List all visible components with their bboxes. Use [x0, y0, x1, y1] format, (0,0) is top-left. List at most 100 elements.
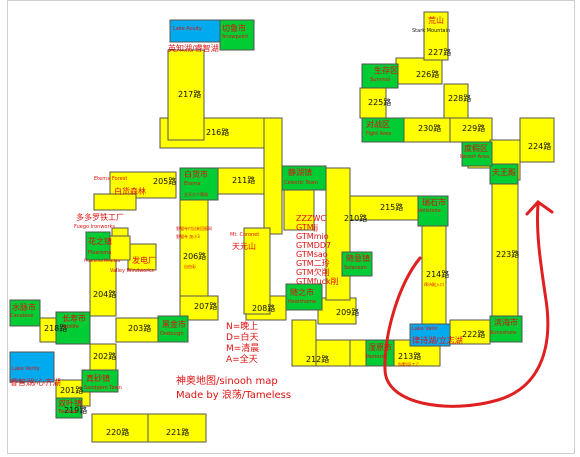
lake-shape-valor: [409, 323, 451, 347]
route-label-208: 208路: [252, 304, 276, 313]
route-shape-209: [317, 297, 357, 325]
route-label-225: 225路: [368, 98, 392, 107]
town-shape-fight: [361, 117, 405, 143]
town-shape-veilstone: [417, 195, 449, 227]
town-shape-league: [489, 163, 519, 185]
route-label-219: 219路: [64, 406, 88, 415]
route-shape-203: [115, 317, 159, 343]
town-shape-jubilife: [55, 311, 91, 345]
veilstone-label: 瑞石市: [422, 198, 446, 207]
valley-label: 发电厂: [132, 256, 156, 265]
resort-en-label: Resort Area: [460, 154, 490, 160]
pastoria-en-label: Pastoria: [366, 354, 386, 360]
eterna-forest-label: 白货森林: [114, 187, 146, 196]
town-shape-sunyshore: [489, 315, 523, 343]
legend-item: N=晚上: [226, 322, 259, 332]
route-label-206: 206路: [183, 252, 207, 261]
r206-note1-label: 野猫寺付出来回报网: [176, 226, 212, 231]
route-shape-221: [147, 413, 207, 443]
route-shape-230: [403, 117, 451, 143]
route-label-202: 202路: [93, 352, 117, 361]
survival-en-label: Survival: [370, 77, 391, 83]
twinleaf-label: 双叶镇: [58, 399, 82, 408]
route-label-228: 228路: [448, 94, 472, 103]
town-shape-snowpoint: [219, 19, 255, 51]
gtm-code: GTMDD7: [296, 241, 332, 250]
route-label-230: 230路: [418, 124, 442, 133]
sandgem-label: 真砂镇: [86, 374, 110, 383]
floaroma-label: 花之镇: [88, 237, 112, 246]
route-shape-226: [395, 57, 443, 85]
route-shape-215: [349, 195, 419, 221]
town-shape-resort: [461, 141, 493, 167]
eterna-label: 白货市: [184, 170, 208, 179]
route-label-220: 220路: [106, 428, 130, 437]
route-shape-connector-g: [283, 187, 315, 231]
map-credit: Made by 浪荡/Tameless: [176, 390, 292, 401]
r206-note3-label: 自由彩: [184, 264, 196, 269]
town-shape-survival: [361, 63, 399, 89]
eterna-note-label: 全天大个爬球: [184, 192, 208, 197]
fuego-en-label: Fuego Ironworks: [74, 224, 116, 230]
resort-label: 度假区: [464, 144, 488, 153]
route-label-229: 229路: [462, 124, 486, 133]
route-label-223: 223路: [496, 250, 520, 259]
lake-shape-verity: [9, 351, 55, 383]
town-shape-sandgem: [81, 369, 119, 393]
gtm-code: GTM二玲: [296, 259, 330, 268]
veilstone-en-label: Veilstone: [418, 208, 441, 214]
route-shape-222: [449, 319, 491, 345]
gtm-code: ZZZWC: [296, 214, 326, 223]
league-label: 天王殿: [492, 168, 516, 177]
route-shape-224: [519, 117, 555, 163]
town-shape-eterna: [179, 167, 219, 201]
gtm-code: GTM欠削: [296, 268, 330, 277]
gtm-code: GTMsao: [296, 250, 328, 259]
lake-verity-label: Lake Verity: [12, 366, 40, 372]
twinleaf-en-label: Twinleaf: [58, 409, 79, 415]
route-shape-217: [167, 49, 205, 141]
lake-acuity-cn-label: 英知湖/睿智湖: [168, 44, 219, 53]
eterna-en-label: Eterna: [184, 181, 201, 187]
lake-verity-cn-label: 睿智湖/心齐湖: [10, 378, 61, 387]
survival-label: 生存区: [374, 66, 398, 75]
lake-shape-acuity: [169, 19, 221, 43]
route-label-222: 222路: [462, 330, 486, 339]
snowpoint-label: 切鲁市: [222, 24, 246, 33]
canalave-en-label: Canalave: [10, 313, 34, 319]
hearthome-en-label: Hearthome: [288, 299, 317, 305]
r206-note2-label: 野猫寺 加小3: [176, 234, 200, 239]
sunyshore-en-label: Sunyshore: [490, 330, 517, 336]
route-label-226: 226路: [416, 70, 440, 79]
annotation-loop: [383, 202, 550, 408]
annotation-arrowhead: [525, 200, 554, 216]
map-title: 神奥地图/sinooh map: [176, 376, 278, 387]
coronet-label: 天元山: [232, 242, 256, 251]
gtm-code: GTMmio: [296, 232, 329, 241]
floaroma-note-label: Floaroma Meadow: [84, 258, 121, 263]
stark-en-label: Stark Mountain: [412, 28, 451, 34]
route-label-210: 210路: [344, 214, 368, 223]
coronet-en-label: Mt. Coronet: [230, 232, 260, 238]
route-label-204: 204路: [93, 290, 117, 299]
lake-acuity-label: Lake Acuity: [173, 26, 202, 32]
valley-en-label: Valley Windworks: [110, 268, 154, 274]
route-label-209: 209路: [336, 308, 360, 317]
legend-item: A=全天: [226, 355, 258, 365]
route-shape-connector-c: [291, 319, 317, 367]
hearthome-label: 随之市: [290, 288, 314, 297]
r213-note-label: 别墅/阿丁乙: [398, 362, 420, 367]
route-label-212: 212路: [306, 355, 330, 364]
route-label-216: 216路: [206, 128, 230, 137]
floaroma-en-label: Floaroma: [88, 250, 112, 256]
legend: N=晚上 D=白天 M=清晨 A=全天: [226, 322, 259, 366]
lake-valor-cn-label: 律诗湖/立志湖: [412, 336, 463, 345]
route-label-205: 205路: [153, 177, 177, 186]
stark-label: 荒山: [428, 16, 444, 25]
route-label-217: 217路: [178, 90, 202, 99]
legend-item: M=清晨: [226, 344, 260, 354]
route-shape-connector-b: [243, 227, 271, 315]
route-label-227: 227路: [428, 48, 452, 57]
route-shape-connector-d: [349, 339, 367, 367]
